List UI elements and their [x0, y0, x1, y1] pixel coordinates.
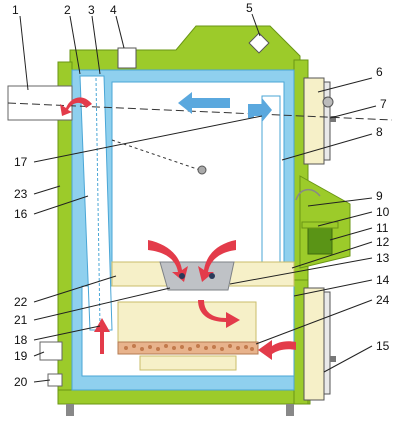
- return-pipe: [39, 341, 63, 361]
- callout-23: 23: [14, 187, 28, 201]
- nozzle-dots: [179, 273, 215, 279]
- callout-6: 6: [376, 65, 383, 79]
- outlet-connector: [117, 47, 137, 69]
- gas-arrow-left: [178, 92, 230, 114]
- callout-19: 19: [14, 349, 28, 363]
- flame-arrow-up-left: [94, 318, 110, 354]
- foot-right: [286, 404, 294, 416]
- baffle-plate: [261, 95, 281, 265]
- callout-8: 8: [376, 125, 383, 139]
- grate-bed: [117, 341, 259, 355]
- flame-arrow-left: [148, 240, 188, 282]
- callout-15: 15: [376, 339, 390, 353]
- upper-door: [303, 77, 336, 165]
- callout-17: 17: [14, 155, 28, 169]
- door-handle-icon: [322, 96, 334, 108]
- callout-1: 1: [12, 3, 19, 17]
- callout-labels: 1 2 3 4 5 6 7 8 9 10 11 12 13 14 24 15 1…: [12, 1, 390, 389]
- gas-flow-arrows: [60, 92, 272, 122]
- callout-10: 10: [376, 205, 390, 219]
- callout-16: 16: [14, 207, 28, 221]
- flue-outlet: [7, 85, 73, 121]
- leader-lines: [19, 13, 377, 383]
- callout-20: 20: [14, 375, 28, 389]
- ash-tray: [139, 355, 237, 371]
- callout-24: 24: [376, 293, 390, 307]
- sensor-dot: [197, 165, 207, 175]
- flame-arrow-down-right: [198, 300, 240, 328]
- fan-motor: [307, 227, 333, 255]
- callout-5: 5: [246, 1, 253, 15]
- drain-pipe: [47, 373, 63, 387]
- callout-3: 3: [88, 3, 95, 17]
- callout-2: 2: [64, 3, 71, 17]
- callout-21: 21: [14, 313, 28, 327]
- flame-arrow-left-lower: [258, 340, 296, 360]
- callout-12: 12: [376, 235, 390, 249]
- flue-channel-inner-line: [95, 77, 101, 329]
- grate-pellets: [124, 344, 254, 351]
- callout-13: 13: [376, 251, 390, 265]
- callout-9: 9: [376, 189, 383, 203]
- center-axis: [7, 102, 393, 121]
- casing-bottom: [57, 389, 311, 405]
- flue-arrow-left: [60, 97, 92, 116]
- foot-left: [66, 404, 74, 416]
- callout-22: 22: [14, 295, 28, 309]
- callout-18: 18: [14, 333, 28, 347]
- callout-7: 7: [380, 97, 387, 111]
- safety-valve: [248, 32, 270, 54]
- gas-arrow-up-right: [248, 98, 272, 122]
- fan-housing: [295, 175, 351, 269]
- lower-door: [303, 287, 336, 401]
- flame-arrows: [94, 240, 296, 360]
- callout-4: 4: [110, 3, 117, 17]
- callout-11: 11: [376, 221, 389, 235]
- flue-channel: [79, 75, 113, 331]
- flame-arrow-right: [198, 240, 236, 282]
- callout-14: 14: [376, 273, 390, 287]
- burner-nozzle: [159, 261, 235, 291]
